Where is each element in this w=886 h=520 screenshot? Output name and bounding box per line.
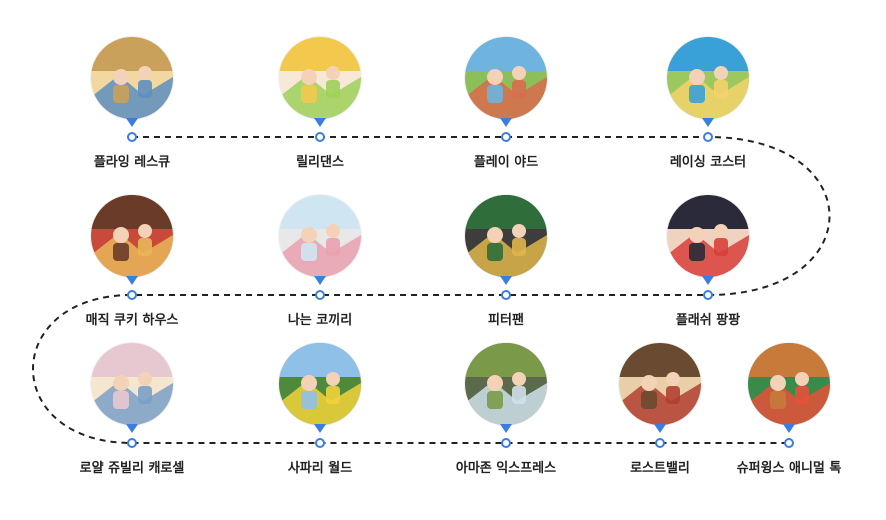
route-stop-dot-icon	[127, 438, 137, 448]
route-stop-dot-icon	[501, 290, 511, 300]
pin-pointer-icon	[314, 276, 326, 285]
pin-pointer-icon	[126, 276, 138, 285]
pin-pointer-icon	[702, 276, 714, 285]
route-stop-dot-icon	[655, 438, 665, 448]
route-stop-dot-icon	[315, 438, 325, 448]
pin-pointer-icon	[500, 276, 512, 285]
attraction-photo[interactable]	[465, 343, 547, 425]
attraction-name[interactable]: 나는 코끼리	[287, 313, 353, 328]
route-stop-dot-icon	[127, 132, 137, 142]
attraction-name[interactable]: 매직 쿠키 하우스	[85, 313, 179, 328]
route-stop-dot-icon	[501, 132, 511, 142]
pin-pointer-icon	[314, 118, 326, 127]
attraction-photo[interactable]	[465, 37, 547, 119]
pin-pointer-icon	[654, 424, 666, 433]
attraction-photo[interactable]	[748, 343, 830, 425]
attraction-name[interactable]: 릴리댄스	[296, 155, 344, 170]
attraction-photo[interactable]	[91, 343, 173, 425]
attraction-photo[interactable]	[619, 343, 701, 425]
attraction-photo[interactable]	[91, 195, 173, 277]
route-stop-dot-icon	[127, 290, 137, 300]
attraction-name[interactable]: 레이싱 코스터	[669, 155, 747, 170]
attraction-photo[interactable]	[279, 343, 361, 425]
attraction-name[interactable]: 플레이 야드	[473, 155, 539, 170]
attraction-name[interactable]: 플래쉬 팡팡	[675, 313, 741, 328]
attraction-name[interactable]: 사파리 월드	[287, 461, 353, 476]
route-stop-dot-icon	[315, 132, 325, 142]
pin-pointer-icon	[126, 118, 138, 127]
attraction-name[interactable]: 피터팬	[488, 313, 524, 328]
pin-pointer-icon	[783, 424, 795, 433]
attraction-photo[interactable]	[667, 195, 749, 277]
attraction-name[interactable]: 로얄 쥬빌리 캐로셀	[79, 461, 185, 476]
route-stop-dot-icon	[501, 438, 511, 448]
attraction-photo[interactable]	[279, 195, 361, 277]
route-stop-dot-icon	[784, 438, 794, 448]
route-stop-dot-icon	[703, 132, 713, 142]
route-stop-dot-icon	[315, 290, 325, 300]
attraction-photo[interactable]	[465, 195, 547, 277]
pin-pointer-icon	[500, 424, 512, 433]
attraction-name[interactable]: 플라잉 레스큐	[93, 155, 171, 170]
pin-pointer-icon	[500, 118, 512, 127]
attraction-name[interactable]: 슈퍼윙스 애니멀 톡	[736, 461, 842, 476]
attraction-name[interactable]: 아마존 익스프레스	[455, 461, 557, 476]
pin-pointer-icon	[702, 118, 714, 127]
attraction-photo[interactable]	[667, 37, 749, 119]
pin-pointer-icon	[126, 424, 138, 433]
route-stop-dot-icon	[703, 290, 713, 300]
attraction-name[interactable]: 로스트밸리	[630, 461, 690, 476]
attraction-photo[interactable]	[279, 37, 361, 119]
attraction-photo[interactable]	[91, 37, 173, 119]
pin-pointer-icon	[314, 424, 326, 433]
